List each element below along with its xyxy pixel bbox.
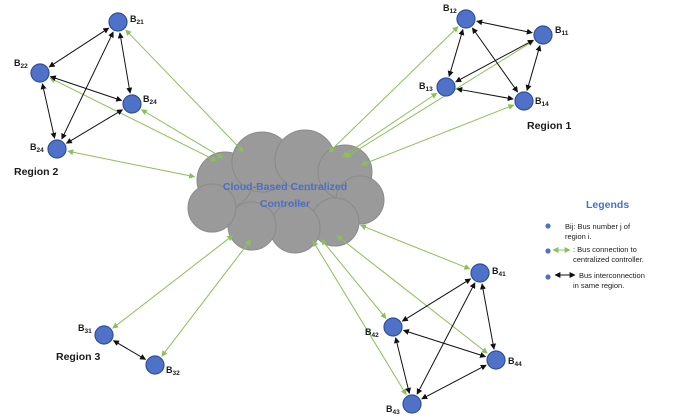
bus-link-b41-b43 [416, 282, 476, 395]
cloud-link-b24b [67, 149, 196, 179]
bus-link-b21-b24b [61, 31, 114, 140]
legend-black-dot [545, 274, 551, 280]
bus-node-b24b[interactable] [47, 139, 67, 159]
legend-item1-line1: Bij: Bus number j of [565, 222, 631, 231]
bus-label-b31: B31 [78, 323, 92, 335]
bus-link-b44-b43 [421, 364, 487, 400]
bus-link-b12-b14 [471, 27, 519, 93]
legend-item2-line2: centralized controller. [573, 255, 644, 264]
bus-node-b42[interactable] [383, 317, 403, 337]
bus-link-b42-b43 [394, 337, 411, 394]
bus-link-b31-b32 [112, 340, 147, 360]
bus-node-b12[interactable] [456, 9, 476, 29]
bus-node-b21[interactable] [108, 12, 128, 32]
cloud-link-b41 [359, 224, 471, 270]
bus-link-b11-b13 [455, 39, 534, 83]
bus-label-group: B21 B22 B24 B24 B12 B11 B13 B14 B31 B32 … [14, 3, 569, 416]
bus-link-b22-b24a [49, 75, 123, 102]
bus-link-b13-b14 [456, 86, 514, 102]
bus-link-b42-b44 [402, 329, 487, 358]
bus-node-b44[interactable] [486, 350, 506, 370]
cloud-link-b24a [140, 109, 224, 159]
cloud-link-b32 [161, 239, 252, 357]
bus-node-b32[interactable] [145, 355, 165, 375]
cloud-link-b31 [112, 234, 234, 329]
cloud-shape [187, 129, 385, 254]
bus-label-b24b: B24 [30, 142, 44, 154]
cloud-controller: Cloud-Based Centralized Controller [187, 129, 385, 254]
cloud-link-b44 [336, 235, 488, 354]
bus-link-b22-b24b [40, 83, 57, 139]
cloud-link-b42 [320, 238, 387, 319]
bus-node-b22[interactable] [30, 63, 50, 83]
legend-item1-line2: region i. [565, 232, 592, 241]
legend-item2-line1: : Bus connection to [573, 245, 637, 254]
cloud-link-b21 [125, 29, 244, 153]
cloud-title-line2: Controller [260, 198, 310, 210]
bus-link-b12-b13 [447, 28, 465, 78]
bus-link-b11-b14 [525, 44, 542, 92]
cloud-link-b22 [49, 77, 218, 162]
bus-node-b43[interactable] [402, 394, 422, 414]
region-2-label: Region 2 [14, 166, 58, 178]
bus-label-b24a: B24 [143, 94, 157, 106]
bus-link-b41-b44 [480, 283, 496, 350]
legend-item3-line1: Bus interconnection [579, 271, 645, 280]
bus-link-b41-b42 [401, 278, 472, 322]
bus-label-b21: B21 [130, 14, 144, 26]
bus-label-b22: B22 [14, 58, 28, 70]
bus-label-b14: B14 [535, 96, 549, 108]
legend-item3-line2: in same region. [573, 281, 624, 290]
cloud-title-line1: Cloud-Based Centralized [223, 181, 347, 193]
bus-label-b44: B44 [508, 356, 522, 368]
bus-label-b12: B12 [443, 3, 457, 15]
bus-label-b41: B41 [492, 266, 506, 278]
legend: Legends Bij: Bus number j of region i. :… [545, 199, 645, 290]
cloud-link-b11 [344, 40, 535, 158]
cloud-link-b14 [360, 104, 515, 166]
region-3-label: Region 3 [56, 351, 100, 363]
legend-title: Legends [586, 199, 629, 211]
bus-label-b32: B32 [166, 365, 180, 377]
bus-link-b12-b11 [476, 19, 533, 35]
bus-link-b24a-b24b [65, 109, 124, 144]
bus-node-b11[interactable] [533, 25, 553, 45]
bus-node-group [30, 9, 553, 414]
bus-link-b21-b24a [117, 32, 133, 94]
bus-link-group [40, 19, 542, 400]
legend-bus-dot [545, 223, 551, 229]
cloud-link-b43 [312, 240, 407, 396]
bus-label-b43: B43 [386, 404, 400, 416]
bus-node-b41[interactable] [470, 263, 490, 283]
bus-label-b11: B11 [555, 25, 569, 37]
region-1-label: Region 1 [527, 120, 571, 132]
bus-node-b24a[interactable] [122, 94, 142, 114]
legend-green-dot [545, 248, 551, 254]
bus-node-b31[interactable] [94, 325, 114, 345]
bus-label-b42: B42 [365, 327, 379, 339]
bus-label-b13: B13 [419, 81, 433, 93]
bus-link-b21-b22 [48, 27, 110, 68]
bus-node-b13[interactable] [436, 77, 456, 97]
bus-node-b14[interactable] [514, 91, 534, 111]
